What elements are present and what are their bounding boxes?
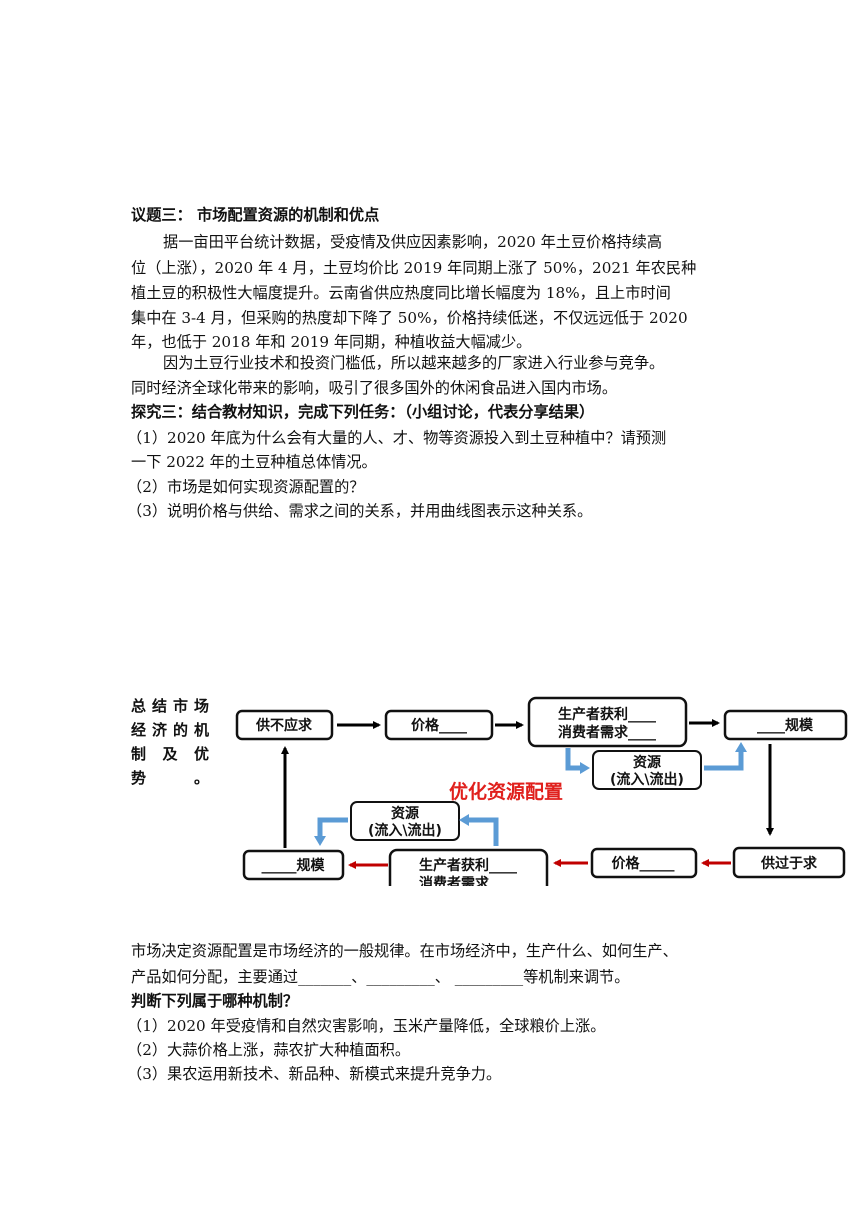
market-line: 产品如何分配，主要通过_______、_________、 _________等… [131,968,630,986]
summary-label-line: 总结市场 [131,697,209,715]
node-scale-top: ____规模 [723,709,848,741]
arrow-blue [565,748,585,771]
market-line: 市场决定资源配置是市场经济的一般规律。在市场经济中，生产什么、如何生产、 [131,942,678,960]
node-text: 供不应求 [255,717,313,734]
paragraph-line: 位（上涨），2020 年 4 月，土豆均价比 2019 年同期上涨了 50%，2… [131,259,697,277]
node-text: 消费者需求____ [419,875,517,886]
arrow-blue-head [459,814,469,826]
arrow-blue [704,748,744,771]
node-text: 资源 [391,805,419,822]
question-3: （3）说明价格与供给、需求之间的关系，并用曲线图表示这种关系。 [127,502,593,520]
node-text: 资源 [633,754,661,771]
explore-heading: 探究三：结合教材知识，完成下列任务：（小组讨论，代表分享结果） [131,403,595,421]
node-resource-bottom: 资源 (流入\流出) [350,801,460,841]
summary-label: 总结市场 经济的机 制 及 优 势。 [131,694,209,790]
node-supply-over: 供过于求 [732,846,846,879]
paragraph-line: 植土豆的积极性大幅度提升。云南省供应热度同比增长幅度为 18%，且上市时间 [131,284,671,302]
slogan-text: 优化资源配置 [449,780,563,803]
arrow-blue-head [580,762,590,774]
arrow-blue-head [735,742,747,752]
paragraph-line: 同时经济全球化带来的影响，吸引了很多国外的休闲食品进入国内市场。 [131,379,617,397]
judge-item: （1）2020 年受疫情和自然灾害影响，玉米产量降低，全球粮价上涨。 [127,1017,606,1035]
paragraph-line: 据一亩田平台统计数据，受疫情及供应因素影响，2020 年土豆价格持续高 [163,233,663,251]
arrow-blue-head [314,836,326,846]
node-price-bottom: 价格_____ [590,847,698,879]
node-text: 供过于求 [760,855,818,872]
judge-heading: 判断下列属于哪种机制？ [131,992,299,1010]
node-scale-bottom: _____规模 [242,849,345,881]
paragraph-line: 因为土豆行业技术和投资门槛低，所以越来越多的厂家进入行业参与竞争。 [163,354,665,372]
node-text: (流入\流出) [610,771,684,788]
node-text: _____规模 [262,857,326,874]
judge-item: （2）大蒜价格上涨，蒜农扩大种植面积。 [127,1041,411,1059]
node-producer-top: 生产者获利____ 消费者需求____ [527,696,688,748]
paragraph-line: 集中在 3-4 月，但采购的热度却下降了 50%，价格持续低迷，不仅远远低于 2… [131,309,688,327]
judge-item: （3）果农运用新技术、新品种、新模式来提升竞争力。 [127,1065,502,1083]
node-resource-top: 资源 (流入\流出) [592,750,702,790]
node-text: 消费者需求____ [558,724,656,741]
node-text: 生产者获利____ [558,706,656,723]
paragraph-line: 年，也低于 2018 年和 2019 年同期，种植收益大幅减少。 [131,333,532,351]
question-1-line: 一下 2022 年的土豆种植总体情况。 [131,453,377,471]
node-price-top: 价格____ [384,709,494,741]
question-1-line: （1）2020 年底为什么会有大量的人、才、物等资源投入到土豆种植中？请预测 [127,429,667,447]
arrow-blue [317,817,348,840]
summary-label-line: 势。 [131,769,209,787]
summary-label-line: 经济的机 [131,721,209,739]
node-text: ____规模 [757,717,814,734]
market-mechanism-diagram: 供不应求 价格____ 生产者获利____ 消费者需求____ ____规模 资… [235,696,848,886]
node-text: 价格_____ [612,855,675,872]
arrow-blue [464,817,499,846]
node-producer-bottom: 生产者获利____ 消费者需求____ [388,848,549,886]
node-text: 价格____ [411,717,467,734]
summary-label-line: 制 及 优 [131,745,209,763]
node-text: (流入\流出) [368,822,442,839]
node-text: 生产者获利____ [419,857,517,874]
question-2: （2）市场是如何实现资源配置的？ [127,478,365,496]
topic-heading: 议题三： 市场配置资源的机制和优点 [131,206,380,224]
node-supply-short: 供不应求 [235,709,334,741]
